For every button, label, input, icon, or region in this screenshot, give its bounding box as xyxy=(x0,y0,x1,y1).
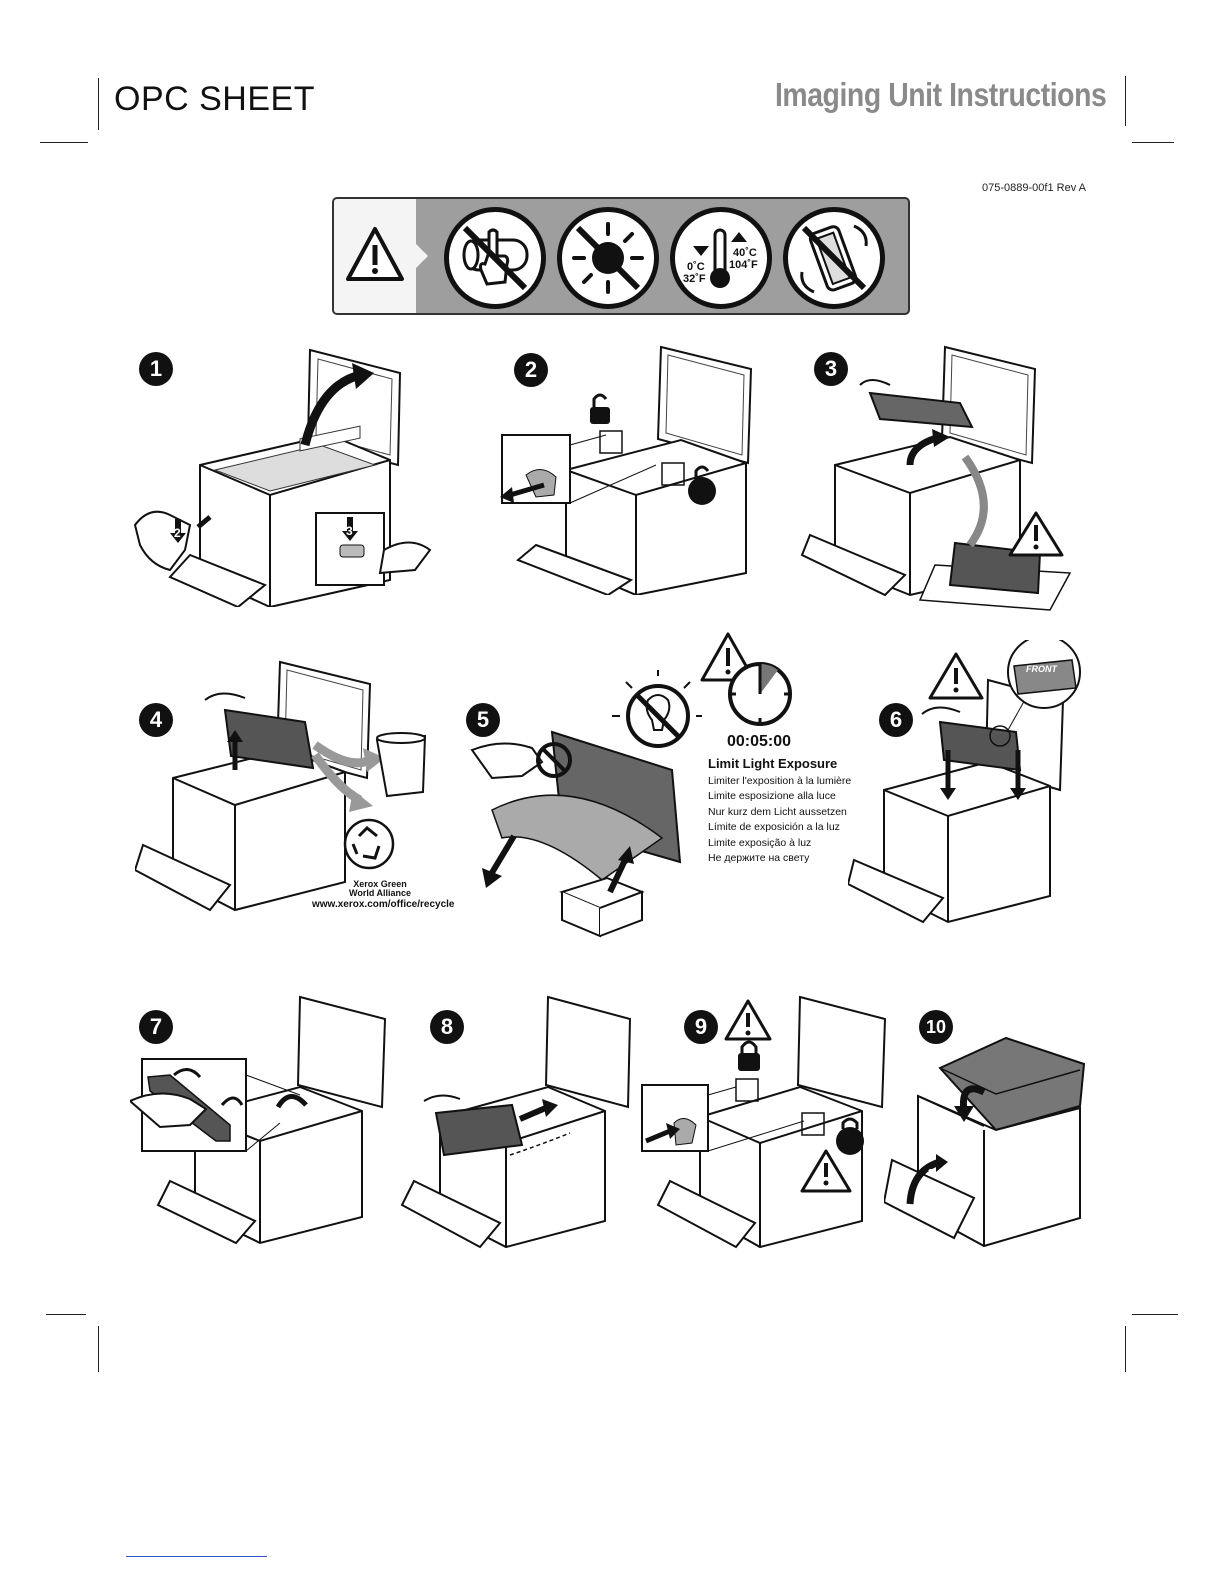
crop-mark xyxy=(1125,1326,1126,1372)
crop-mark xyxy=(98,1326,99,1372)
step-number: 3 xyxy=(814,352,848,386)
step-number: 10 xyxy=(919,1010,953,1044)
translation-item: Nur kurz dem Licht aussetzen xyxy=(708,805,847,818)
crop-mark xyxy=(98,78,99,130)
sheet-title: OPC SHEET xyxy=(114,80,315,118)
translation-item: Limiter l'exposition à la lumière xyxy=(708,775,852,787)
translation-item: Limite esposizione alla luce xyxy=(708,790,836,803)
svg-text:40˚C: 40˚C xyxy=(733,247,757,259)
crop-mark xyxy=(1132,1314,1178,1315)
recycle-line: Xerox Green xyxy=(353,879,407,889)
step-3-remove-imaging-unit-illustration xyxy=(800,345,1072,611)
light-exposure-translations: Limiter l'exposition à la lumière Limite… xyxy=(708,774,851,866)
step-number: 9 xyxy=(684,1010,718,1044)
step-number: 8 xyxy=(430,1010,464,1044)
step-number: 4 xyxy=(139,703,173,737)
crop-mark xyxy=(46,1314,86,1315)
warning-triangle-icon xyxy=(800,1149,852,1193)
crop-mark xyxy=(40,142,88,143)
step-number: 1 xyxy=(139,352,173,386)
crop-mark xyxy=(1125,76,1126,126)
temperature-range-icon: 0˚C 32˚F 40˚C 104˚F xyxy=(670,207,772,309)
step-6-insert-imaging-unit-illustration: FRONT xyxy=(848,640,1081,924)
warning-panel xyxy=(334,199,428,313)
callout-label: 2 xyxy=(928,1168,934,1179)
recycle-icon xyxy=(343,818,395,870)
five-minute-timer-icon xyxy=(700,632,792,726)
light-exposure-title: Limit Light Exposure xyxy=(708,756,838,771)
svg-text:0˚C: 0˚C xyxy=(687,261,705,273)
warning-triangle-icon xyxy=(724,999,772,1041)
document-number: 075-0889-00f1 Rev A xyxy=(982,182,1086,194)
no-sunlight-icon xyxy=(557,207,659,309)
step-7-rotate-unit-illustration xyxy=(130,995,387,1245)
step-10-close-covers-illustration: 2 xyxy=(884,1036,1086,1248)
crop-mark xyxy=(1132,142,1174,143)
warning-triangle-icon xyxy=(1008,511,1064,557)
footer-link-underline xyxy=(126,1556,267,1557)
svg-text:32˚F: 32˚F xyxy=(683,273,706,285)
unlock-icon xyxy=(590,393,610,424)
no-light-icon xyxy=(612,670,702,748)
recycle-line: World Alliance xyxy=(348,888,411,898)
callout-label: 2 xyxy=(174,526,181,540)
recycle-program-text: Xerox Green World Alliance www.xerox.com… xyxy=(312,879,455,910)
no-tilt-icon xyxy=(783,207,885,309)
document-title: Imaging Unit Instructions xyxy=(774,76,1107,113)
recycle-url-link[interactable]: www.xerox.com/office/recycle xyxy=(312,899,455,910)
step-2-unlock-levers-illustration xyxy=(500,345,753,595)
warning-triangle-icon xyxy=(346,227,404,281)
no-touch-drum-icon xyxy=(444,207,546,309)
lock-icon xyxy=(738,1040,760,1071)
step-number: 7 xyxy=(139,1010,173,1044)
front-label: FRONT xyxy=(1026,664,1058,674)
trash-bin-icon xyxy=(375,732,427,798)
timer-value: 00:05:00 xyxy=(727,733,792,750)
step-4-discard-unit-illustration xyxy=(135,660,427,912)
translation-item: Límite de exposición a la luz xyxy=(708,821,840,834)
step-8-seat-imaging-unit-illustration xyxy=(400,995,632,1249)
unlock-icon xyxy=(688,465,716,505)
warning-strip: 0˚C 32˚F 40˚C 104˚F xyxy=(332,197,910,315)
callout-label: 3 xyxy=(346,524,353,538)
translation-item: Не держите на свету xyxy=(708,852,810,865)
warning-triangle-icon xyxy=(928,652,984,700)
step-9-lock-levers-illustration xyxy=(641,995,887,1249)
step-number: 5 xyxy=(466,703,500,737)
svg-text:104˚F: 104˚F xyxy=(729,259,758,271)
step-number: 2 xyxy=(514,353,548,387)
step-5-remove-protective-sheet-illustration xyxy=(470,670,702,938)
translation-item: Limite exposição à luz xyxy=(708,836,812,849)
step-number: 6 xyxy=(879,703,913,737)
lock-icon xyxy=(836,1117,864,1155)
step-1-open-printer-illustration: 2 3 xyxy=(133,348,432,607)
